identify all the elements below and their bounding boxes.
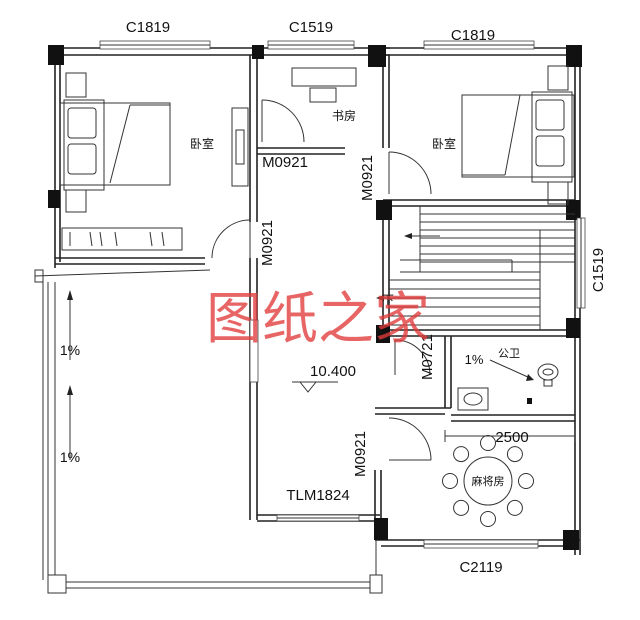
room-label-bedroom-right: 卧室 [432,136,456,151]
bed-left [59,72,171,213]
room-label-bedroom-left: 卧室 [190,136,214,151]
chair [480,511,496,527]
wardrobe-left [61,227,183,251]
door-label-mahjong: M0921 [352,431,369,477]
window-label-top-left: C1819 [126,19,170,36]
slope-label-terrace-1: 1% [60,342,80,358]
bed-right [461,65,575,205]
room-label-mahjong: 麻将房 [472,474,505,488]
door-label-study: M0921 [359,155,376,201]
chair [453,499,470,516]
chair [518,473,534,489]
study-desk [291,67,357,103]
chair [442,473,458,489]
window-label-top-right: C1819 [451,27,495,44]
room-label-study: 书房 [332,108,356,123]
chair [453,446,470,463]
window-label-top-middle: C1519 [289,19,333,36]
staircase [376,206,575,330]
elevation-marker [292,381,338,393]
chair [506,499,523,516]
mahjong-table [442,430,576,527]
door-label-terrace: TLM1824 [286,487,349,504]
room-label-bathroom: 公卫 [498,347,520,360]
chair [480,435,496,451]
slope-label-terrace-2: 1% [60,449,80,465]
door-label-bedroom-left: M0921 [262,154,308,171]
stair-down-label: 下 [382,293,394,307]
tv-stand-left [231,107,249,187]
door-swings [211,99,432,461]
windows [99,40,586,549]
slope-label-bath: 1% [465,352,484,367]
watermark-text: 图纸之家 [206,287,430,352]
terrace-railing [34,269,383,594]
chair [506,446,523,463]
dimension-label: 2500 [495,429,528,446]
window-label-right-side: C1519 [590,248,607,292]
door-label-corridor: M0921 [259,220,276,266]
door-label-bathroom: M0721 [419,334,436,380]
window-label-bottom: C2119 [459,559,502,576]
elevation-label: 10.400 [310,363,356,380]
structural-columns [48,45,582,550]
bathroom-fixtures [457,359,559,411]
walls [54,47,581,555]
